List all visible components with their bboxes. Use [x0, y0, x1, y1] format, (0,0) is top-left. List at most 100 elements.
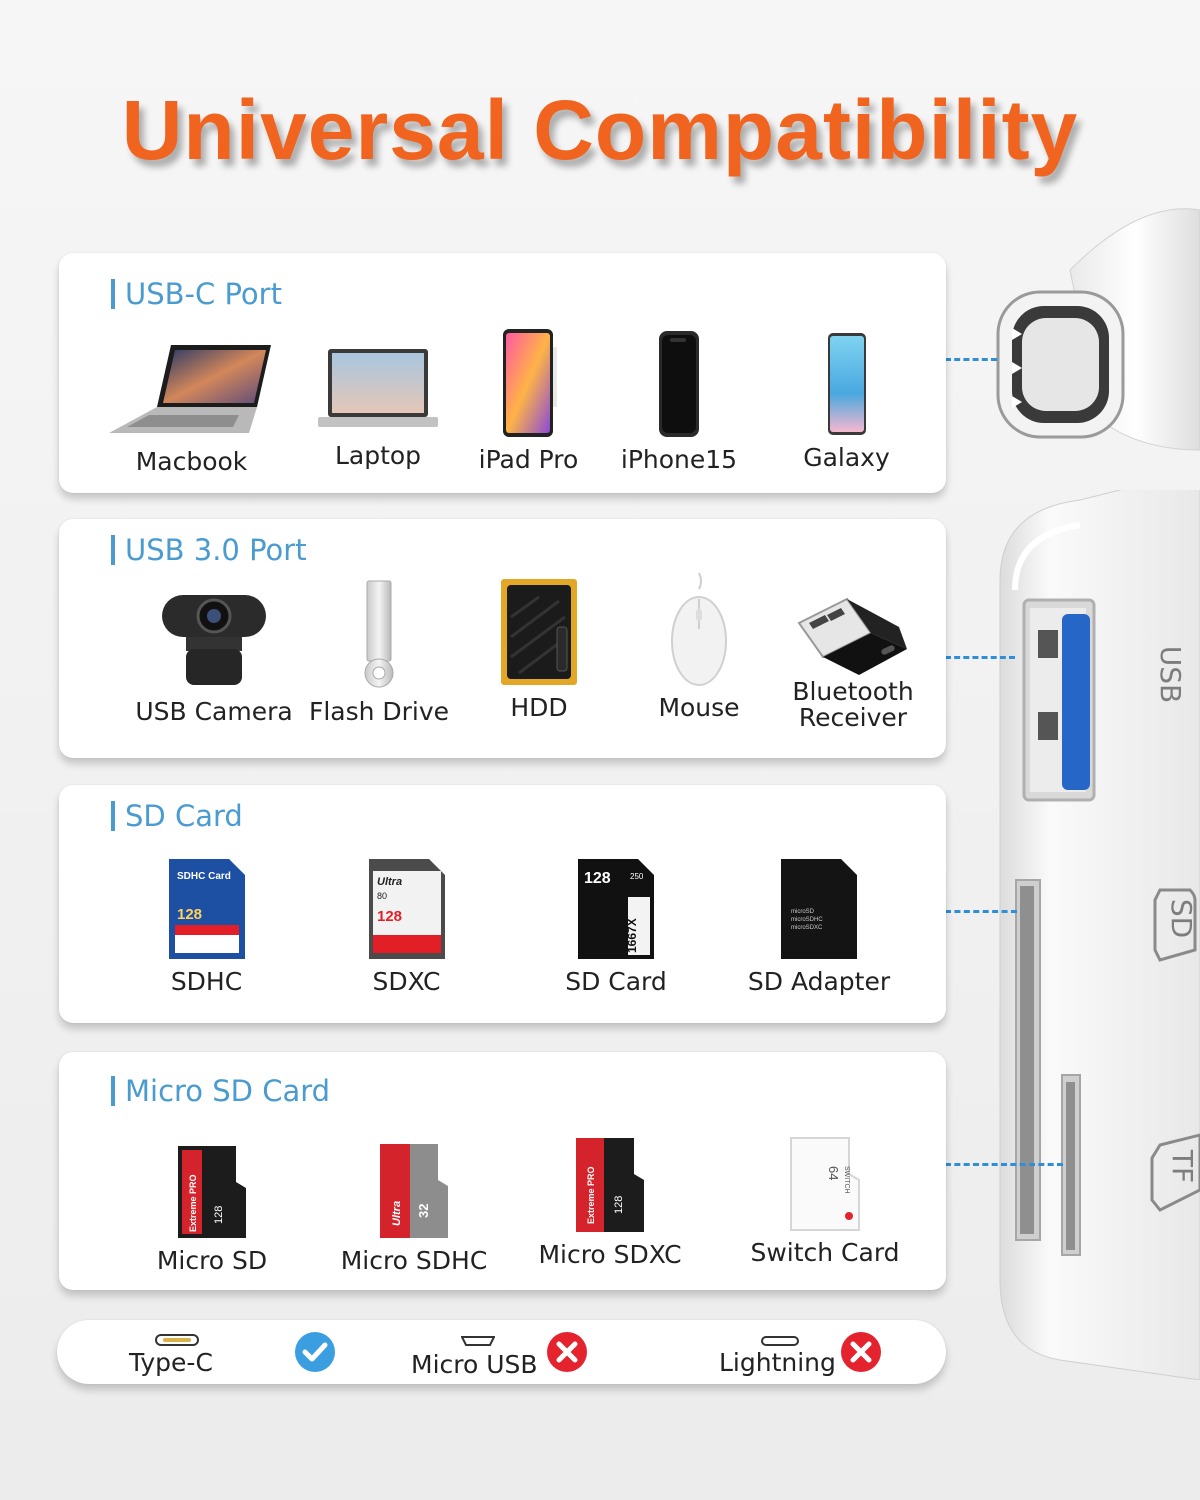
card-switch: 64 SWITCH Switch Card: [745, 1136, 905, 1266]
lightning-port-icon: [761, 1336, 799, 1346]
micro-usb-port-icon: [461, 1336, 495, 1346]
svg-text:microSD: microSD: [791, 909, 815, 915]
device-galaxy: Galaxy: [789, 331, 904, 471]
card-label-sdhc: SDHC: [170, 967, 243, 996]
svg-text:128: 128: [177, 906, 202, 923]
card-sd: 128 250 1667X SD Card: [551, 857, 681, 995]
svg-text:250: 250: [630, 872, 644, 881]
sd-section-title: SD Card: [111, 801, 243, 831]
card-sdhc: SDHC Card 128 SDHC: [149, 857, 264, 995]
device-label-macbook: Macbook: [135, 447, 248, 476]
device-label-ipad-pro: iPad Pro: [478, 445, 579, 474]
micro-sd-panel: Micro SD Card Extreme PRO 128 Micro SD U…: [59, 1052, 946, 1290]
svg-text:80: 80: [377, 891, 387, 901]
svg-text:64: 64: [826, 1166, 841, 1180]
device-macbook: Macbook: [109, 341, 274, 475]
svg-text:Extreme PRO: Extreme PRO: [188, 1174, 198, 1232]
cross-icon-lightning: [841, 1332, 881, 1372]
card-micro-sd: Extreme PRO 128 Micro SD: [147, 1144, 277, 1274]
svg-text:128: 128: [613, 1196, 625, 1214]
usb-camera-icon: [162, 595, 266, 685]
svg-text:32: 32: [416, 1204, 431, 1218]
flash-drive-icon: [364, 580, 394, 688]
device-label-galaxy: Galaxy: [803, 443, 890, 472]
card-label-sd-card: SD Card: [565, 967, 667, 996]
connector-line-sd: [945, 910, 1017, 913]
connector-line-usb3: [945, 656, 1015, 659]
port-compatibility-strip: Type-C Micro USB Lightning: [57, 1320, 946, 1384]
device-label-flash-drive: Flash Drive: [308, 697, 450, 726]
device-label-hdd: HDD: [510, 693, 568, 722]
adapter-body: [999, 490, 1200, 1380]
device-label-mouse: Mouse: [658, 693, 740, 722]
card-label-sdxc: SDXC: [372, 967, 441, 996]
switch-card-icon: 64 SWITCH: [790, 1137, 860, 1231]
bluetooth-receiver-icon: [797, 597, 907, 675]
usb3-panel: USB 3.0 Port USB Camera Flash Drive HDD: [59, 519, 946, 758]
usbc-panel: USB-C Port Macbook Laptop iPad Pro: [59, 253, 946, 493]
typec-port-icon: [155, 1334, 199, 1346]
svg-text:Ultra: Ultra: [391, 1201, 403, 1226]
card-label-micro-sdhc: Micro SDHC: [340, 1246, 488, 1275]
device-label-iphone15: iPhone15: [620, 445, 738, 474]
usb-c-connector: [996, 208, 1200, 451]
device-label-usb-camera: USB Camera: [135, 697, 293, 726]
macbook-icon: [109, 345, 271, 433]
sd-adapter-icon: microSD microSDHC microSDXC: [781, 859, 857, 959]
card-label-micro-sdxc: Micro SDXC: [538, 1240, 682, 1269]
sd-panel: SD Card SDHC Card 128 SDHC Ultra 80 128 …: [59, 785, 946, 1023]
device-label-laptop: Laptop: [334, 441, 422, 470]
laptop-icon: [318, 349, 438, 427]
svg-text:microSDHC: microSDHC: [791, 917, 823, 923]
svg-text:128: 128: [377, 908, 402, 925]
device-iphone15: iPhone15: [619, 329, 739, 473]
iphone15-icon: [659, 331, 699, 437]
connector-line-usbc: [945, 358, 997, 361]
card-label-switch-card: Switch Card: [750, 1238, 900, 1267]
connector-line-micro: [945, 1163, 1063, 1166]
device-bluetooth-receiver: Bluetooth Receiver: [783, 593, 923, 731]
device-flash-drive: Flash Drive: [304, 579, 454, 725]
svg-text:Extreme PRO: Extreme PRO: [586, 1166, 596, 1224]
svg-text:128: 128: [584, 870, 611, 887]
port-label-typec: Type-C: [129, 1348, 213, 1377]
device-hdd: HDD: [479, 577, 599, 721]
svg-text:Ultra: Ultra: [377, 876, 402, 888]
card-sdxc: Ultra 80 128 SDXC: [349, 857, 464, 995]
port-micro-usb: Micro USB: [409, 1320, 649, 1384]
device-usb-camera: USB Camera: [134, 587, 294, 725]
svg-text:1667X: 1667X: [625, 918, 639, 953]
card-micro-sdhc: Ultra 32 Micro SDHC: [339, 1142, 489, 1274]
port-typec: Type-C: [127, 1320, 335, 1384]
mouse-icon: [671, 572, 727, 686]
svg-text:microSDXC: microSDXC: [791, 925, 823, 931]
svg-text:128: 128: [213, 1206, 225, 1224]
card-micro-sdxc: Extreme PRO 128 Micro SDXC: [535, 1136, 685, 1268]
sd-card-icon: 128 250 1667X: [578, 859, 654, 959]
port-label-lightning: Lightning: [719, 1348, 836, 1377]
micro-sd-section-title: Micro SD Card: [111, 1076, 330, 1106]
micro-sdhc-card-icon: Ultra 32: [380, 1144, 448, 1238]
device-mouse: Mouse: [639, 571, 759, 721]
device-label-bluetooth-receiver: Bluetooth Receiver: [792, 677, 914, 732]
card-label-sd-adapter: SD Adapter: [747, 967, 891, 996]
usb3-section-title: USB 3.0 Port: [111, 535, 307, 565]
ipad-pro-icon: [502, 329, 557, 437]
headline: Universal Compatibility: [121, 83, 1079, 177]
usbc-section-title: USB-C Port: [111, 279, 282, 309]
micro-sd-card-icon: Extreme PRO 128: [178, 1146, 246, 1238]
card-label-micro-sd: Micro SD: [156, 1246, 268, 1275]
device-laptop: Laptop: [313, 345, 443, 469]
card-sd-adapter: microSD microSDHC microSDXC SD Adapter: [744, 857, 894, 995]
sdhc-card-icon: SDHC Card 128: [168, 859, 245, 959]
adapter-usb-label: USB: [1154, 645, 1188, 704]
micro-sdxc-card-icon: Extreme PRO 128: [576, 1138, 644, 1232]
sdxc-card-icon: Ultra 80 128: [368, 859, 445, 959]
galaxy-icon: [827, 333, 866, 435]
svg-text:SWITCH: SWITCH: [843, 1166, 850, 1194]
adapter-tf-label: TF: [1166, 1149, 1200, 1184]
svg-text:SDHC Card: SDHC Card: [177, 871, 231, 882]
adapter-sd-label: SD: [1165, 898, 1199, 939]
hdd-icon: [501, 579, 577, 685]
port-label-micro-usb: Micro USB: [411, 1350, 538, 1379]
